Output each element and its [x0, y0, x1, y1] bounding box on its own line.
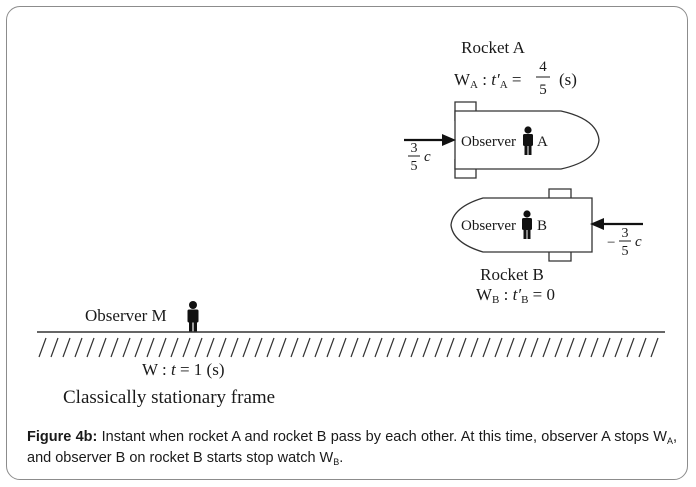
- observer-a-label: Observer: [461, 134, 516, 150]
- hatch-mark: [338, 337, 347, 358]
- hatch-mark: [326, 337, 335, 358]
- svg-text:WA : t′A =: WA : t′A =: [454, 70, 521, 91]
- caption-text: Instant when rocket A and rocket B pass …: [97, 429, 667, 445]
- diagram-canvas: Rocket A WA : t′A = 4 5 (s) Observer A 3…: [37, 38, 665, 408]
- figure-caption: Figure 4b: Instant when rocket A and roc…: [27, 429, 677, 467]
- hatch-mark: [566, 337, 575, 358]
- observer-b-letter: B: [537, 218, 547, 234]
- hatch-mark: [578, 337, 587, 358]
- hatch-mark: [434, 337, 443, 358]
- observer-a-letter: A: [537, 134, 548, 150]
- rocket-a-vel-den: 5: [411, 159, 418, 174]
- rocket-a-title: Rocket A: [461, 38, 525, 57]
- caption-label: Figure 4b:: [27, 429, 98, 445]
- hatch-mark: [458, 337, 467, 358]
- ground-hatching: [38, 337, 659, 358]
- rocket-a-vel-c: c: [424, 149, 431, 165]
- hatch-mark: [182, 337, 191, 358]
- hatch-mark: [38, 337, 47, 358]
- rocket-a: Observer A 3 5 c: [404, 101, 600, 179]
- rocket-b-vel-den: 5: [622, 244, 629, 259]
- hatch-mark: [266, 337, 275, 358]
- hatch-mark: [530, 337, 539, 358]
- rocket-b-title: Rocket B: [480, 265, 544, 284]
- rocket-b-hull: [450, 197, 593, 253]
- hatch-mark: [242, 337, 251, 358]
- hatch-mark: [626, 337, 635, 358]
- hatch-mark: [302, 337, 311, 358]
- rocket-a-unit: (s): [559, 70, 577, 89]
- rocket-a-frac-den: 5: [539, 82, 547, 98]
- observer-b-label: Observer: [461, 218, 516, 234]
- hatch-mark: [506, 337, 515, 358]
- hatch-mark: [50, 337, 59, 358]
- rocket-b-vel-c: c: [635, 234, 642, 250]
- hatch-mark: [554, 337, 563, 358]
- observer-m-label: Observer M: [85, 306, 167, 325]
- hatch-mark: [362, 337, 371, 358]
- hatch-mark: [62, 337, 71, 358]
- rocket-b-watch-formula: WB : t′B = 0: [476, 285, 555, 306]
- hatch-mark: [650, 337, 659, 358]
- rocket-a-frac-num: 4: [539, 59, 547, 75]
- hatch-mark: [422, 337, 431, 358]
- hatch-mark: [446, 337, 455, 358]
- rocket-b-top-fin: [548, 188, 572, 203]
- rocket-a-vel-num: 3: [411, 141, 418, 156]
- hatch-mark: [494, 337, 503, 358]
- hatch-mark: [194, 337, 203, 358]
- hatch-mark: [398, 337, 407, 358]
- hatch-mark: [602, 337, 611, 358]
- hatch-mark: [542, 337, 551, 358]
- hatch-mark: [98, 337, 107, 358]
- svg-text:WB : t′B = 0: WB : t′B = 0: [476, 285, 555, 306]
- hatch-mark: [146, 337, 155, 358]
- rocket-b-vel-num: 3: [622, 226, 629, 241]
- rocket-b-vel-sign: −: [607, 235, 615, 251]
- hatch-mark: [110, 337, 119, 358]
- observer-m-person-icon: [187, 301, 199, 332]
- hatch-mark: [170, 337, 179, 358]
- hatch-mark: [134, 337, 143, 358]
- observer-b-person-icon: [522, 210, 532, 239]
- hatch-mark: [410, 337, 419, 358]
- arrowhead-right-icon: [442, 134, 456, 146]
- hatch-mark: [158, 337, 167, 358]
- hatch-mark: [86, 337, 95, 358]
- hatch-mark: [374, 337, 383, 358]
- figure-frame: Rocket A WA : t′A = 4 5 (s) Observer A 3…: [6, 6, 688, 480]
- hatch-mark: [290, 337, 299, 358]
- observer-a-person-icon: [523, 126, 533, 155]
- hatch-mark: [518, 337, 527, 358]
- rocket-b: Observer B − 3 5 c: [450, 188, 643, 262]
- frame-label: Classically stationary frame: [63, 387, 275, 408]
- hatch-mark: [206, 337, 215, 358]
- hatch-mark: [314, 337, 323, 358]
- hatch-mark: [230, 337, 239, 358]
- hatch-mark: [638, 337, 647, 358]
- hatch-mark: [254, 337, 263, 358]
- hatch-mark: [278, 337, 287, 358]
- arrowhead-left-icon: [590, 218, 604, 230]
- hatch-mark: [350, 337, 359, 358]
- hatch-mark: [74, 337, 83, 358]
- hatch-mark: [590, 337, 599, 358]
- ground-watch-formula: W : t = 1 (s): [142, 360, 224, 379]
- hatch-mark: [482, 337, 491, 358]
- hatch-mark: [614, 337, 623, 358]
- hatch-mark: [122, 337, 131, 358]
- hatch-mark: [470, 337, 479, 358]
- hatch-mark: [386, 337, 395, 358]
- hatch-mark: [218, 337, 227, 358]
- rocket-a-watch-formula: WA : t′A = 4 5 (s): [454, 59, 577, 98]
- rocket-b-bottom-fin: [548, 247, 572, 262]
